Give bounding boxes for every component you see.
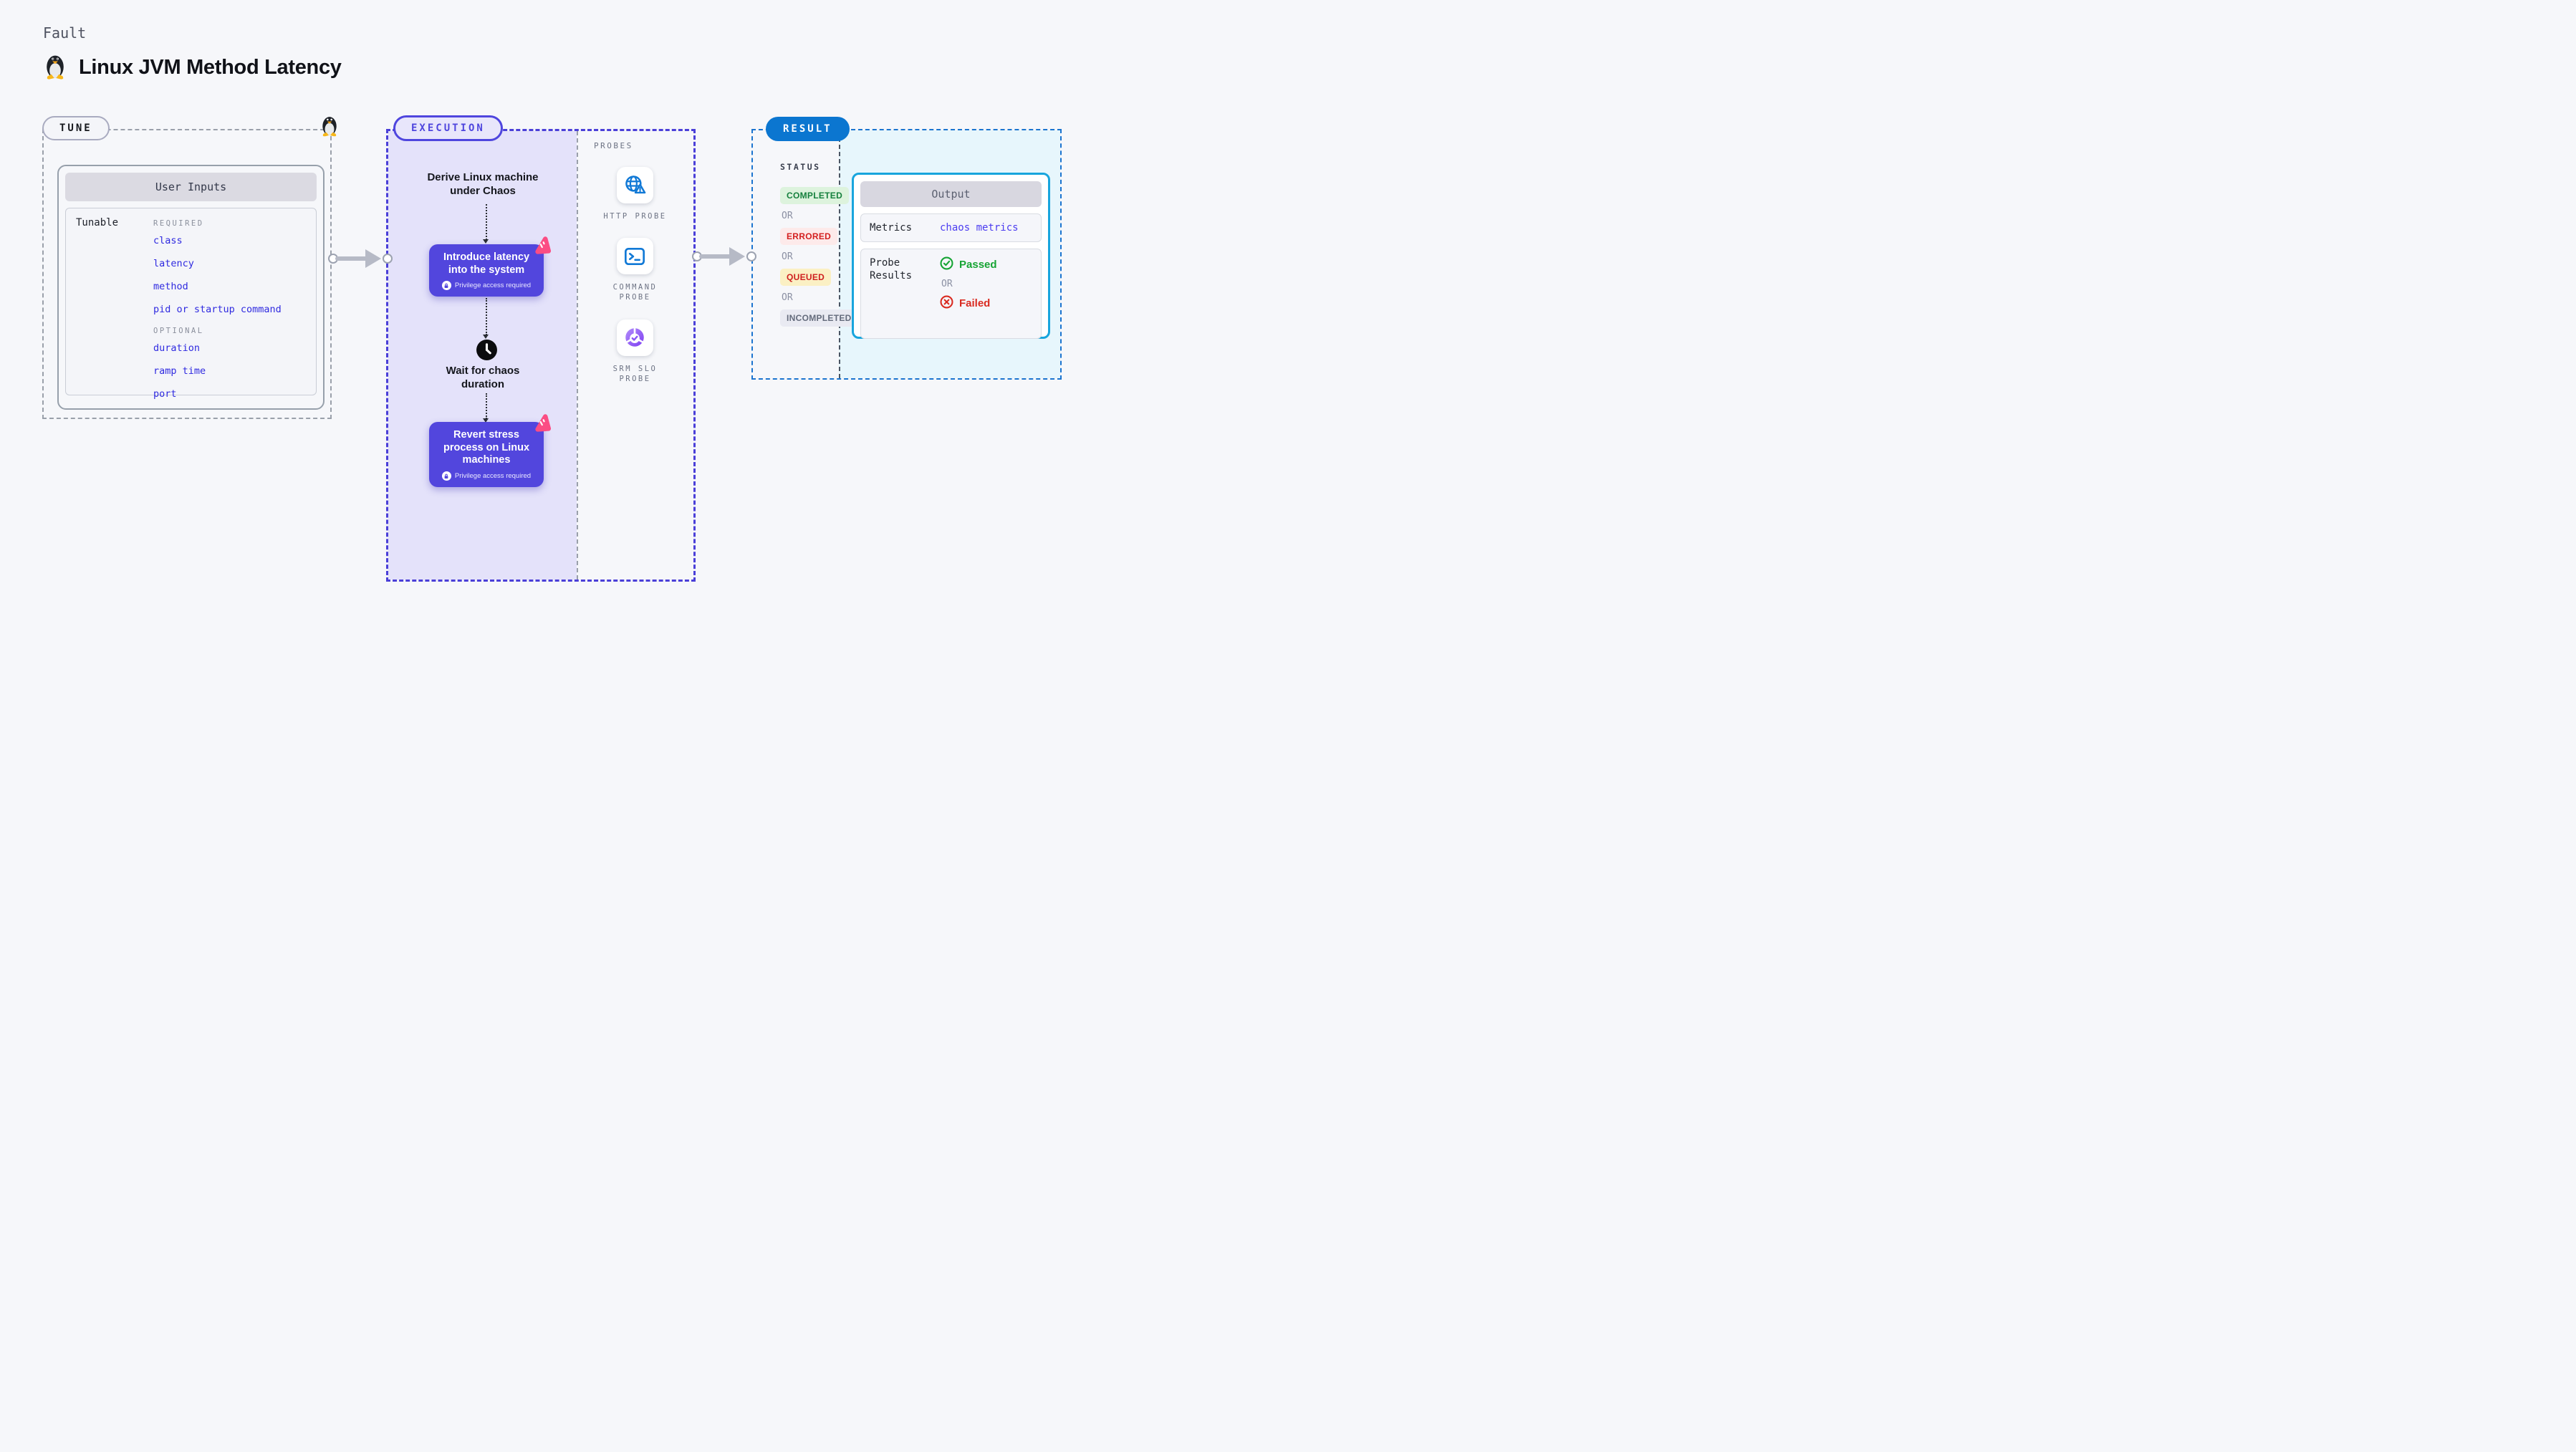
connector-tune-to-execution: [328, 249, 394, 268]
result-section-box: STATUS COMPLETED OR ERRORED OR QUEUED OR…: [751, 129, 1062, 380]
required-group-label: REQUIRED: [153, 219, 204, 228]
page-title: Linux JVM Method Latency: [79, 56, 342, 79]
tune-penguin-icon: [319, 113, 340, 141]
output-title: Output: [860, 181, 1042, 207]
privilege-note-text: Privilege access required: [454, 282, 532, 290]
failed-line: Failed: [940, 295, 997, 312]
passed-label: Passed: [959, 259, 997, 271]
terminal-icon: [616, 238, 653, 275]
metrics-value[interactable]: chaos metrics: [940, 222, 1019, 234]
output-card: Output Metrics chaos metrics Probe Resul…: [852, 173, 1050, 339]
check-circle-icon: [940, 256, 953, 273]
probe-item-http[interactable]: HTTP PROBE: [603, 167, 666, 221]
fault-eyebrow: Fault: [43, 24, 87, 42]
tune-section-box: User Inputs Tunable REQUIRED class laten…: [42, 129, 332, 419]
clock-icon: [476, 339, 498, 365]
flow-arrowhead: [483, 418, 489, 423]
result-section-pill: RESULT: [766, 117, 850, 141]
chaos-badge-icon: [532, 414, 552, 436]
field-link-class[interactable]: class: [153, 235, 183, 246]
probes-panel: PROBES HTTP PROBE: [577, 131, 693, 580]
or-label: OR: [782, 211, 793, 221]
linux-penguin-icon: [43, 52, 67, 84]
probe-name-srm-slo: SRM SLO PROBE: [612, 364, 658, 383]
or-label: OR: [782, 251, 793, 262]
execution-section-box: Derive Linux machine under Chaos Introdu…: [386, 129, 696, 582]
revert-stress-title: Revert stress process on Linux machines: [443, 429, 530, 466]
wait-step-label: Wait for chaos duration: [446, 365, 520, 390]
optional-group-label: OPTIONAL: [153, 327, 204, 335]
derive-step-label: Derive Linux machine under Chaos: [427, 171, 539, 197]
flow-dotted-line: [486, 393, 487, 419]
probe-item-command[interactable]: COMMAND PROBE: [613, 238, 658, 302]
slo-pie-check-icon: [616, 319, 653, 356]
field-link-latency[interactable]: latency: [153, 258, 194, 269]
diagram-canvas: Fault Linux JVM Method Latency User Inpu…: [0, 0, 1103, 622]
or-label: OR: [941, 279, 953, 289]
field-link-pid-or-startup-command[interactable]: pid or startup command: [153, 304, 282, 315]
probes-label: PROBES: [594, 141, 633, 150]
tunable-field-list: REQUIRED class latency method pid or sta…: [153, 217, 316, 400]
introduce-latency-title: Introduce latency into the system: [443, 251, 530, 276]
privilege-note: Privilege access required: [435, 281, 538, 291]
flow-arrowhead: [483, 239, 489, 244]
flow-dotted-line: [486, 204, 487, 240]
page-title-row: Linux JVM Method Latency: [43, 52, 342, 84]
user-inputs-body: Tunable REQUIRED class latency method pi…: [65, 208, 317, 400]
probe-name-command: COMMAND PROBE: [612, 283, 658, 302]
privilege-note: Privilege access required: [435, 471, 538, 481]
status-column: STATUS COMPLETED OR ERRORED OR QUEUED OR…: [780, 162, 858, 327]
probe-results-row: Probe Results Passed OR: [860, 249, 1042, 339]
status-badge-queued: QUEUED: [780, 269, 832, 286]
lock-icon: [441, 281, 451, 291]
tune-section-pill: TUNE: [42, 116, 110, 140]
connector-execution-to-result: [692, 247, 758, 266]
tunable-label: Tunable: [76, 217, 119, 229]
execution-section-pill: EXECUTION: [393, 115, 503, 141]
user-inputs-title: User Inputs: [65, 173, 317, 201]
x-circle-icon: [940, 295, 953, 312]
user-inputs-card: User Inputs Tunable REQUIRED class laten…: [57, 165, 325, 410]
chaos-badge-icon: [532, 236, 552, 259]
privilege-note-text: Privilege access required: [454, 472, 532, 481]
failed-label: Failed: [959, 297, 991, 309]
flow-dotted-line: [486, 298, 487, 335]
field-link-method[interactable]: method: [153, 281, 188, 292]
field-link-port[interactable]: port: [153, 388, 177, 400]
probe-name-http: HTTP PROBE: [603, 212, 667, 221]
metrics-row: Metrics chaos metrics: [860, 213, 1042, 242]
probe-item-srm-slo[interactable]: SRM SLO PROBE: [613, 319, 658, 384]
result-status-divider: [839, 130, 840, 378]
or-label: OR: [782, 292, 793, 303]
status-label: STATUS: [780, 162, 821, 172]
execution-probes-divider: [577, 131, 578, 580]
field-link-ramp-time[interactable]: ramp time: [153, 365, 206, 377]
probe-results-label: Probe Results: [870, 257, 913, 282]
lock-icon: [441, 471, 451, 481]
execution-flow: Derive Linux machine under Chaos Introdu…: [388, 131, 577, 580]
field-link-duration[interactable]: duration: [153, 342, 201, 354]
status-badge-completed: COMPLETED: [780, 187, 850, 204]
status-badge-errored: ERRORED: [780, 228, 838, 245]
revert-stress-step[interactable]: Revert stress process on Linux machines …: [429, 414, 552, 488]
passed-line: Passed: [940, 256, 997, 273]
introduce-latency-step[interactable]: Introduce latency into the system Privil…: [429, 236, 552, 297]
status-badge-incompleted: INCOMPLETED: [780, 309, 858, 327]
flow-arrowhead: [483, 335, 489, 339]
globe-alert-icon: [617, 167, 653, 203]
metrics-label: Metrics: [870, 221, 913, 234]
